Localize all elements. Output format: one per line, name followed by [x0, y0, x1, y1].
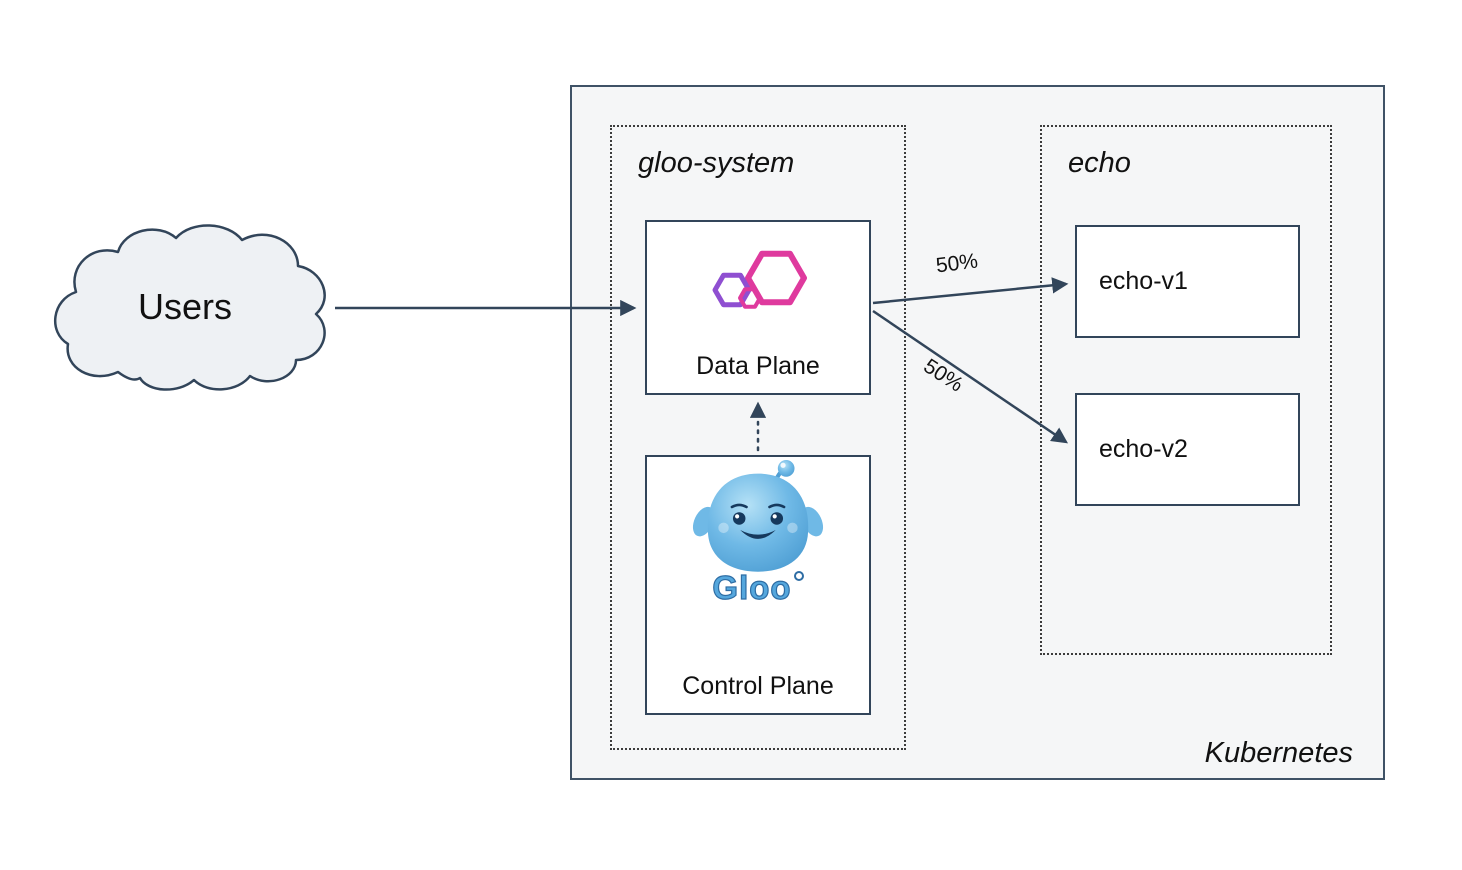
echo-v2-node: echo-v2 [1075, 393, 1300, 506]
gloo-proxy-icon [712, 250, 807, 309]
gloo-wordmark-degree [793, 571, 804, 581]
echo-v1-node: echo-v1 [1075, 225, 1300, 338]
users-label: Users [137, 286, 232, 327]
control-plane-node: Gloo Control Plane [645, 455, 871, 715]
data-plane-label: Data Plane [696, 352, 820, 380]
kubernetes-label: Kubernetes [1204, 737, 1353, 769]
echo-v2-label: echo-v2 [1099, 435, 1188, 463]
gloo-wordmark-text: Gloo [712, 569, 792, 606]
data-plane-node: Data Plane [645, 220, 871, 395]
namespace-echo: echo [1040, 125, 1332, 655]
namespace-echo-label: echo [1068, 147, 1131, 179]
gloo-wordmark: Gloo [712, 569, 804, 606]
echo-v1-label: echo-v1 [1099, 267, 1188, 295]
control-plane-label: Control Plane [682, 672, 834, 700]
gloo-mascot-icon [692, 460, 824, 572]
namespace-gloo-system-label: gloo-system [638, 147, 795, 179]
